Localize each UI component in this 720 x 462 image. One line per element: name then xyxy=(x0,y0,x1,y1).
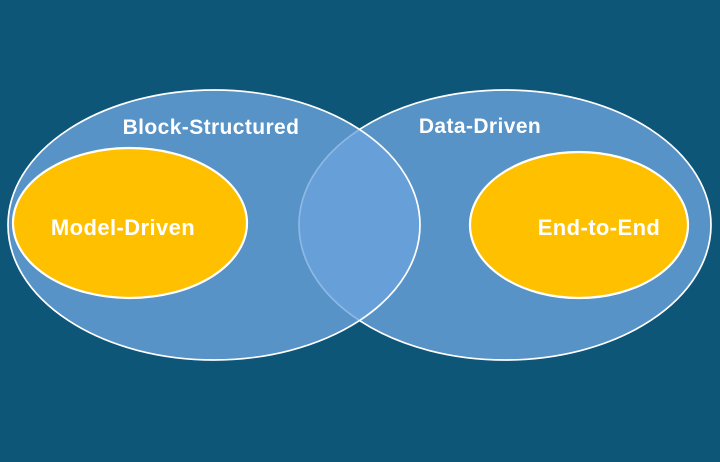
set-label-data-driven: Data-Driven xyxy=(419,115,541,138)
subset-ellipse-model-driven xyxy=(11,146,249,300)
subset-label-model-driven: Model-Driven xyxy=(51,215,195,240)
subset-ellipse-end-to-end xyxy=(468,150,690,300)
subset-label-end-to-end: End-to-End xyxy=(538,215,661,240)
set-label-block-structured: Block-Structured xyxy=(123,116,300,139)
